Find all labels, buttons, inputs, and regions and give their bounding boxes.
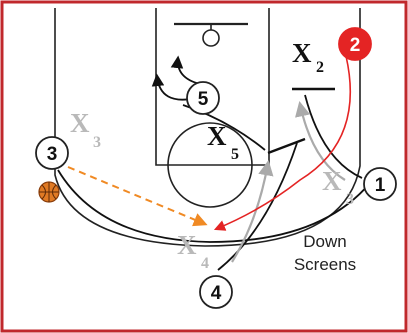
- caption: Down Screens: [294, 232, 356, 274]
- defender-x2-sub: 2: [316, 59, 324, 76]
- path-3-arc: [57, 169, 371, 243]
- three-point-line: [54, 8, 361, 247]
- movement-paths: [57, 55, 371, 271]
- screen-bar-x5: [267, 137, 306, 155]
- caption-line-1: Down: [303, 232, 346, 251]
- caption-line-2: Screens: [294, 255, 356, 274]
- basketball-icon: [38, 181, 60, 203]
- player-5: 5: [186, 81, 220, 115]
- pass-3-to-4: [67, 166, 208, 227]
- defender-x5: X 5: [207, 121, 239, 163]
- player-2-label: 2: [350, 35, 361, 56]
- path-2-red: [213, 55, 352, 231]
- player-1: 1: [363, 167, 397, 201]
- defender-x4: X 4: [177, 230, 209, 272]
- defender-x4-letter: X: [177, 230, 197, 260]
- player-4: 4: [199, 275, 233, 309]
- defender-x5-sub: 5: [231, 146, 239, 163]
- screens: [267, 87, 335, 155]
- rim: [202, 29, 220, 47]
- defender-x3-top: X 3: [70, 108, 101, 151]
- defender-x5-letter: X: [207, 121, 227, 151]
- defender-x3-right: X 3: [322, 166, 354, 208]
- defender-x3-top-sub: 3: [93, 134, 101, 151]
- defense-players: X 2 X 3 X 3 X 4 X 5: [70, 38, 354, 272]
- player-2: 2: [338, 27, 372, 61]
- player-3: 3: [35, 136, 69, 170]
- defender-x2: X 2: [292, 38, 324, 76]
- defender-x3-right-sub: 3: [346, 191, 354, 208]
- player-1-label: 1: [375, 175, 386, 196]
- defender-x3-right-letter: X: [322, 166, 342, 196]
- path-4-cut: [217, 142, 298, 271]
- path-x3-cut: [295, 100, 346, 181]
- defender-x4-sub: 4: [201, 255, 209, 272]
- player-3-label: 3: [47, 144, 58, 165]
- offense-players: 1 2 3 4 5: [35, 27, 397, 309]
- defender-x2-letter: X: [292, 38, 312, 68]
- player-4-label: 4: [211, 283, 222, 304]
- free-throw-circle: [167, 122, 253, 208]
- defender-x3-top-letter: X: [70, 108, 90, 138]
- path-x4-cut: [231, 159, 274, 263]
- player-5-label: 5: [198, 89, 209, 110]
